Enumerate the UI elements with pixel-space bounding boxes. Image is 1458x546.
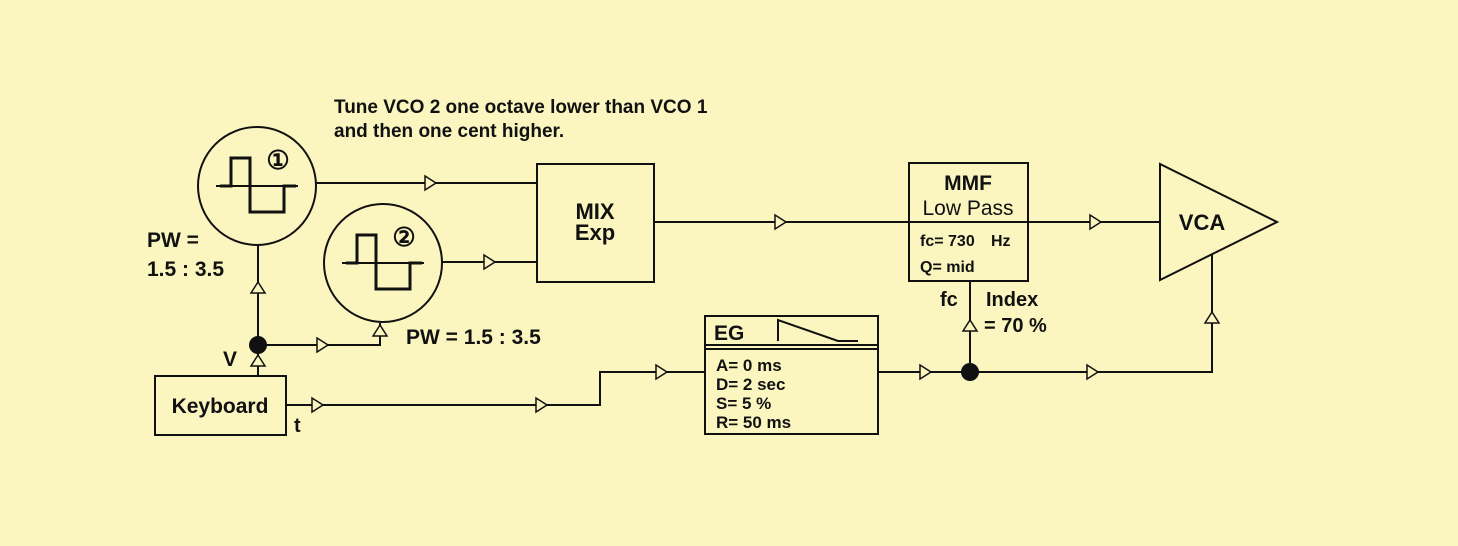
envelope-shape-icon (777, 318, 858, 342)
keyboard-v-output-label: V (223, 348, 237, 371)
mix-line-1: MIX (575, 199, 614, 224)
eg-junction-dot (961, 363, 979, 381)
vco-1-pw-label: PW = (147, 229, 199, 252)
vco-1-number: ① (266, 145, 289, 175)
mmf-q: Q= mid (920, 259, 975, 276)
eg-release: R= 50 ms (716, 413, 791, 432)
vco-2[interactable]: ② (323, 203, 443, 323)
mmf-fc-input-label: fc (940, 289, 958, 311)
keyboard-module[interactable]: Keyboard (154, 375, 287, 436)
vca-label: VCA (1179, 210, 1226, 235)
eg-decay: D= 2 sec (716, 375, 785, 394)
mix-module[interactable]: MIX Exp (536, 163, 655, 283)
mmf-subtitle: Low Pass (922, 197, 1013, 220)
keyboard-t-output-label: t (294, 415, 301, 437)
signal-arrows (249, 174, 1221, 414)
mmf-fc-unit: Hz (991, 233, 1011, 250)
vco-1[interactable]: ① (197, 126, 317, 246)
vco-2-pw: PW = 1.5 : 3.5 (406, 326, 541, 349)
mmf-fc: fc= 730 (920, 233, 975, 250)
eg-title: EG (714, 322, 744, 345)
envelope-generator-module[interactable]: EG A= 0 ms D= 2 sec S= 5 % R= 50 ms (704, 315, 879, 435)
mmf-index-value: = 70 % (984, 315, 1047, 337)
eg-sustain: S= 5 % (716, 394, 771, 413)
vco-1-pw-value: 1.5 : 3.5 (147, 258, 224, 281)
note-line-2: and then one cent higher. (334, 121, 564, 142)
mix-line-2: Exp (575, 220, 615, 245)
eg-attack: A= 0 ms (716, 356, 782, 375)
mmf-title: MMF (944, 172, 992, 195)
keyboard-label: Keyboard (172, 395, 269, 418)
vco-2-number: ② (392, 222, 415, 252)
v-junction-dot (249, 336, 267, 354)
vca-module[interactable]: VCA (1159, 162, 1280, 282)
mmf-filter-module[interactable]: MMF Low Pass fc= 730 Hz Q= mid (908, 162, 1029, 282)
mmf-index-label: Index (986, 289, 1038, 311)
note-line-1: Tune VCO 2 one octave lower than VCO 1 (334, 97, 708, 118)
